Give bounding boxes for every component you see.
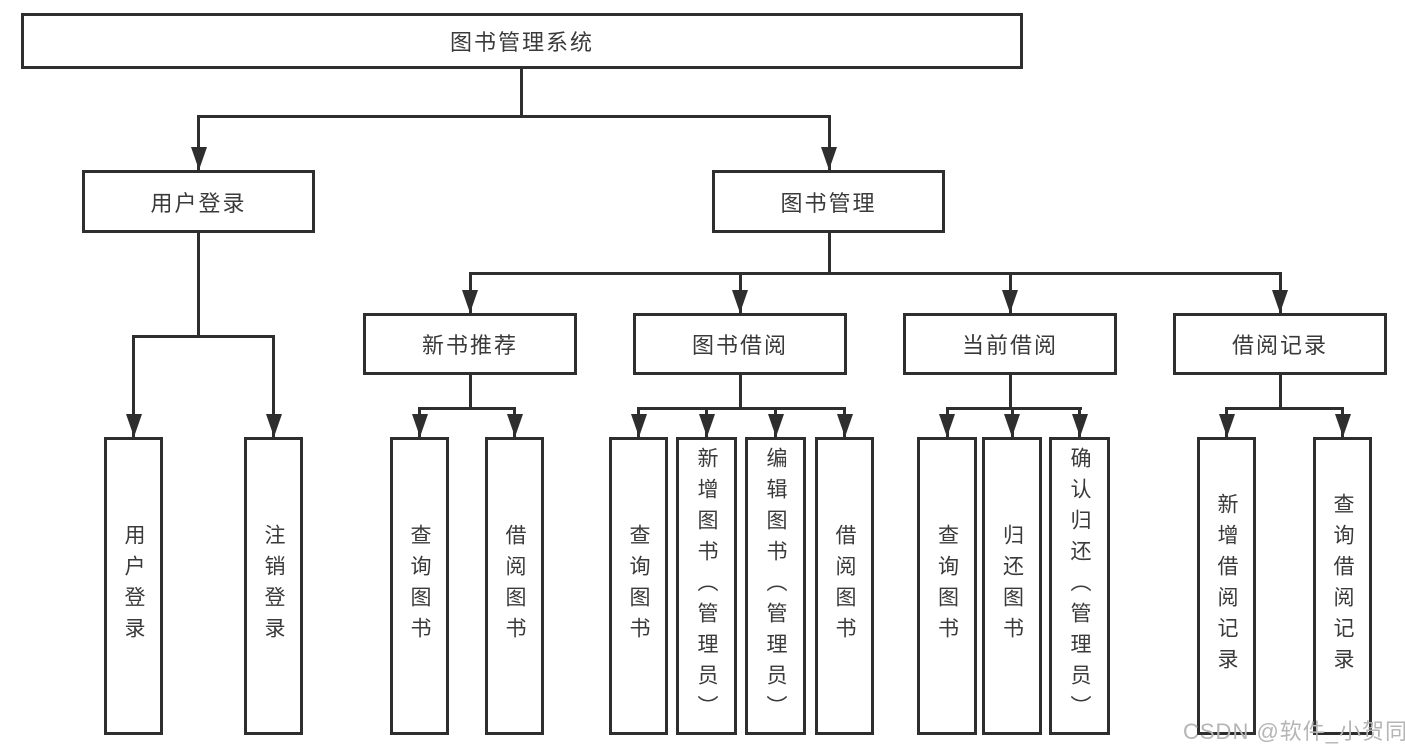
connector-line <box>1008 375 1012 407</box>
arrowhead-down-icon <box>1218 414 1235 437</box>
arrowhead-down-icon <box>265 414 282 437</box>
connector-line <box>637 407 846 410</box>
leaf-confirm-return-admin: 确认归还（管理员） <box>1049 437 1110 735</box>
leaf-label: 查询图书 <box>935 524 959 648</box>
watermark: CSDN @软件_小贺同学 <box>1183 719 1405 744</box>
leaf-user-login: 用户登录 <box>104 437 163 735</box>
connector-line <box>197 115 831 118</box>
arrowhead-down-icon <box>836 414 853 437</box>
connector-line <box>197 115 200 170</box>
leaf-query-books-current: 查询图书 <box>917 437 977 735</box>
arrowhead-down-icon <box>1004 414 1020 437</box>
leaf-borrow-books-recommend: 借阅图书 <box>485 437 544 735</box>
arrowhead-down-icon <box>1272 290 1288 313</box>
leaf-label: 用户登录 <box>122 524 145 648</box>
node-borrowing-records: 借阅记录 <box>1173 313 1387 375</box>
connector-line <box>1278 375 1282 407</box>
connector-line <box>827 115 831 170</box>
connector-line <box>197 233 200 335</box>
arrowhead-down-icon <box>939 414 955 437</box>
leaf-add-book-admin: 新增图书（管理员） <box>676 437 737 735</box>
leaf-label: 查询借阅记录 <box>1331 493 1354 679</box>
leaf-return-books: 归还图书 <box>982 437 1042 735</box>
arrowhead-down-icon <box>1334 414 1351 437</box>
leaf-label: 编辑图书（管理员） <box>764 446 787 726</box>
node-label: 用户登录 <box>150 190 247 216</box>
connector-line <box>468 272 1282 275</box>
leaf-label: 确认归还（管理员） <box>1068 446 1091 726</box>
leaf-query-borrow-record: 查询借阅记录 <box>1313 437 1372 735</box>
node-label: 当前借阅 <box>961 333 1058 358</box>
node-label: 借阅记录 <box>1231 333 1328 358</box>
node-new-book-recommendation: 新书推荐 <box>363 313 577 375</box>
leaf-edit-book-admin: 编辑图书（管理员） <box>745 437 806 735</box>
leaf-label: 归还图书 <box>1000 524 1024 648</box>
arrowhead-down-icon <box>462 290 478 313</box>
leaf-label: 借阅图书 <box>503 524 526 648</box>
leaf-label: 查询图书 <box>408 524 431 648</box>
connector-line <box>132 335 275 338</box>
connector-line <box>1225 407 1344 410</box>
node-book-borrowing: 图书借阅 <box>633 313 847 375</box>
leaf-label: 借阅图书 <box>833 524 856 648</box>
connector-line <box>132 335 135 437</box>
leaf-label: 注销登录 <box>262 524 285 648</box>
connector-line <box>945 407 1082 410</box>
leaf-query-books-recommend: 查询图书 <box>390 437 449 735</box>
arrowhead-down-icon <box>506 414 523 437</box>
arrowhead-down-icon <box>125 414 142 437</box>
connector-line <box>827 233 831 272</box>
connector-line <box>520 69 523 115</box>
leaf-label: 查询图书 <box>627 524 650 648</box>
arrowhead-down-icon <box>630 414 647 437</box>
arrowhead-down-icon <box>698 414 715 437</box>
arrowhead-down-icon <box>767 414 784 437</box>
arrowhead-down-icon <box>1071 414 1088 437</box>
arrowhead-down-icon <box>190 147 207 170</box>
node-library-management-system: 图书管理系统 <box>21 13 1023 69</box>
arrowhead-down-icon <box>411 414 428 437</box>
connector-line <box>738 375 742 407</box>
node-current-borrowing: 当前借阅 <box>903 313 1117 375</box>
leaf-logout: 注销登录 <box>244 437 303 735</box>
arrowhead-down-icon <box>821 147 837 170</box>
arrowhead-down-icon <box>732 290 748 313</box>
leaf-label: 新增借阅记录 <box>1215 493 1238 679</box>
connector-line <box>418 407 516 410</box>
leaf-borrow-books: 借阅图书 <box>815 437 874 735</box>
node-user-login: 用户登录 <box>82 170 315 233</box>
node-label: 图书管理系统 <box>449 30 594 55</box>
connector-line <box>468 375 472 407</box>
node-label: 图书管理 <box>780 190 877 216</box>
node-label: 图书借阅 <box>691 333 788 358</box>
leaf-add-borrow-record: 新增借阅记录 <box>1197 437 1256 735</box>
arrowhead-down-icon <box>1002 290 1018 313</box>
connector-line <box>272 335 275 437</box>
node-book-management: 图书管理 <box>712 170 945 233</box>
leaf-label: 新增图书（管理员） <box>695 446 718 726</box>
leaf-query-books-borrow: 查询图书 <box>609 437 668 735</box>
node-label: 新书推荐 <box>421 333 518 358</box>
